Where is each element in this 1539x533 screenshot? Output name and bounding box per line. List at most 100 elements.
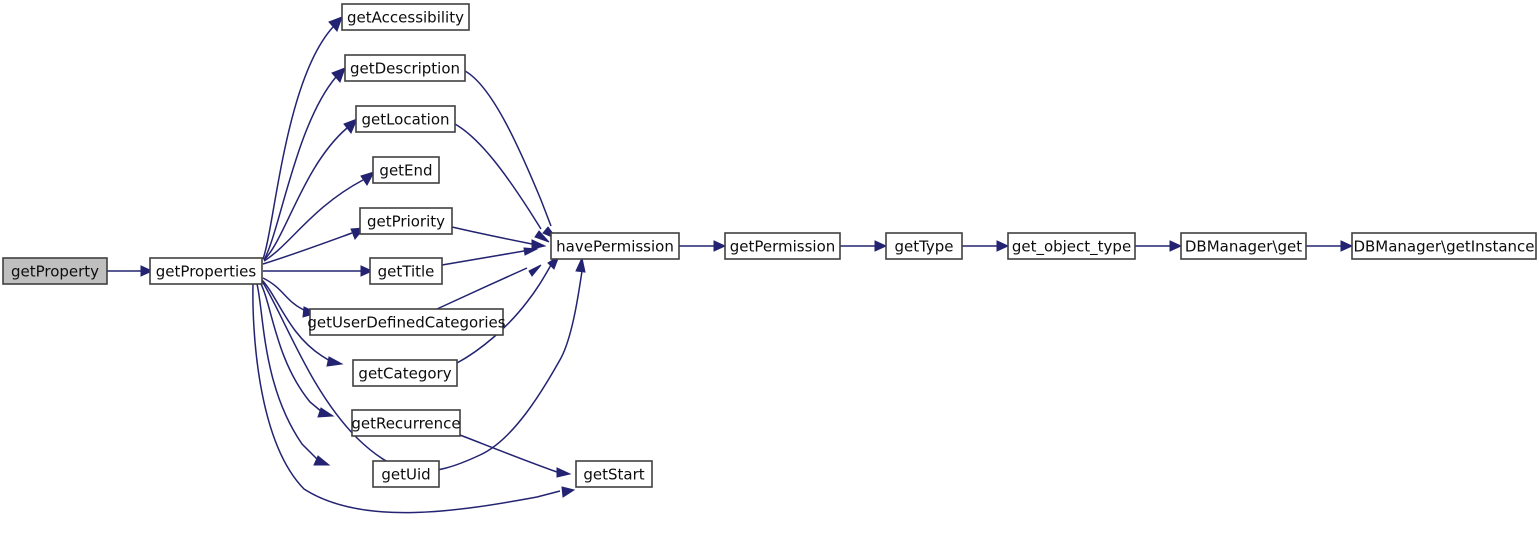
edge-getUserDefinedCategories-to-havePermission: [436, 264, 542, 310]
arrowhead-icon: [1169, 240, 1183, 252]
edge-line: [436, 267, 528, 310]
node-getPermission[interactable]: getPermission: [724, 232, 841, 260]
node-label: getEnd: [379, 162, 432, 180]
node-label: getCategory: [358, 365, 451, 383]
edge-getProperties-to-getTitle: [263, 265, 374, 277]
edge-getProperties-to-getDescription: [263, 67, 346, 261]
node-box[interactable]: [1007, 232, 1136, 260]
node-label: havePermission: [556, 238, 674, 256]
node-box[interactable]: [352, 359, 458, 387]
edge-getRecurrence-to-getStart: [459, 434, 572, 478]
node-label: getAccessibility: [347, 9, 464, 27]
node-getPriority[interactable]: getPriority: [359, 207, 453, 235]
node-getTitle[interactable]: getTitle: [369, 257, 443, 285]
edge-getProperties-to-getAccessibility: [262, 16, 343, 260]
arrowhead-icon: [343, 118, 358, 134]
edge-line: [459, 434, 558, 473]
edge-getProperties-to-getPriority: [262, 227, 366, 265]
edge-getDescription-to-havePermission: [464, 70, 559, 241]
node-label: getPriority: [367, 213, 445, 231]
edge-getPriority-to-havePermission: [451, 226, 547, 250]
arrowhead-icon: [1340, 240, 1354, 252]
node-label: getType: [894, 238, 953, 256]
arrowhead-icon: [556, 467, 572, 478]
node-label: getLocation: [361, 111, 449, 129]
node-box[interactable]: [149, 257, 263, 285]
node-box[interactable]: [724, 232, 841, 260]
node-DBManager_getInstance[interactable]: DBManager\getInstance: [1351, 232, 1537, 260]
arrowhead-icon: [528, 264, 542, 277]
arrowhead-icon: [326, 356, 344, 367]
edge-line: [263, 179, 364, 262]
node-havePermission[interactable]: havePermission: [550, 232, 680, 260]
node-box[interactable]: [351, 409, 461, 437]
node-box[interactable]: [372, 460, 440, 488]
node-box[interactable]: [359, 207, 453, 235]
arrowhead-icon: [534, 230, 550, 243]
node-label: getUid: [381, 466, 430, 484]
arrowhead-icon: [360, 265, 374, 277]
node-getRecurrence[interactable]: getRecurrence: [351, 409, 461, 437]
edge-getLocation-to-havePermission: [454, 123, 550, 243]
nodes-layer: getProperty getProperties getAccessibility…: [2, 3, 1537, 488]
node-getProperty[interactable]: getProperty: [2, 257, 108, 285]
node-label: getUserDefinedCategories: [307, 314, 505, 332]
node-label: getTitle: [378, 263, 435, 281]
node-getUserDefinedCategories[interactable]: getUserDefinedCategories: [307, 308, 506, 336]
edge-getProperties-to-getCategory: [261, 279, 344, 367]
edge-line: [262, 26, 334, 260]
edge-line: [252, 283, 561, 514]
node-box[interactable]: [1180, 232, 1307, 260]
edge-line: [262, 277, 307, 312]
node-box[interactable]: [369, 257, 443, 285]
node-label: getStart: [583, 466, 644, 484]
edge-line: [451, 226, 533, 245]
edge-getType-to-get_object_type: [962, 240, 1010, 252]
node-box[interactable]: [309, 308, 504, 336]
edge-line: [261, 279, 331, 362]
arrowhead-icon: [561, 486, 576, 498]
edge-getProperty-to-getProperties: [107, 265, 154, 277]
node-getLocation[interactable]: getLocation: [355, 105, 456, 133]
edge-getProperties-to-getUid: [256, 283, 331, 466]
node-box[interactable]: [885, 232, 963, 260]
node-box[interactable]: [344, 54, 466, 82]
node-getUid[interactable]: getUid: [372, 460, 440, 488]
arrowhead-icon: [140, 265, 154, 277]
node-getAccessibility[interactable]: getAccessibility: [341, 3, 470, 31]
edge-getProperties-to-havePermission_via_start: [261, 256, 586, 472]
node-getType[interactable]: getType: [885, 232, 963, 260]
edge-line: [262, 232, 353, 265]
node-label: getDescription: [350, 60, 460, 78]
arrowhead-icon: [523, 247, 539, 256]
edge-line: [464, 70, 552, 227]
node-getDescription[interactable]: getDescription: [344, 54, 466, 82]
node-label: DBManager\getInstance: [1353, 238, 1534, 256]
node-box[interactable]: [1351, 232, 1537, 260]
edge-getProperties-to-getLocation: [263, 118, 358, 261]
node-DBManager_get[interactable]: DBManager\get: [1180, 232, 1307, 260]
arrowhead-icon: [331, 67, 346, 83]
node-box[interactable]: [341, 3, 470, 31]
node-box[interactable]: [2, 257, 108, 285]
node-getStart[interactable]: getStart: [575, 460, 653, 488]
node-box[interactable]: [550, 232, 680, 260]
node-label: getPermission: [730, 238, 836, 256]
edge-getPermission-to-getType: [840, 240, 888, 252]
edge-line: [259, 281, 323, 413]
node-getEnd[interactable]: getEnd: [372, 156, 440, 184]
node-getCategory[interactable]: getCategory: [352, 359, 458, 387]
node-box[interactable]: [355, 105, 456, 133]
node-box[interactable]: [575, 460, 653, 488]
edge-line: [261, 270, 583, 472]
edge-line: [263, 127, 348, 261]
node-get_object_type[interactable]: get_object_type: [1007, 232, 1136, 260]
arrowhead-icon: [328, 16, 343, 32]
node-getProperties[interactable]: getProperties: [149, 257, 263, 285]
arrowhead-icon: [713, 240, 727, 252]
arrowhead-icon: [575, 256, 586, 273]
node-box[interactable]: [372, 156, 440, 184]
arrowhead-icon: [874, 240, 888, 252]
